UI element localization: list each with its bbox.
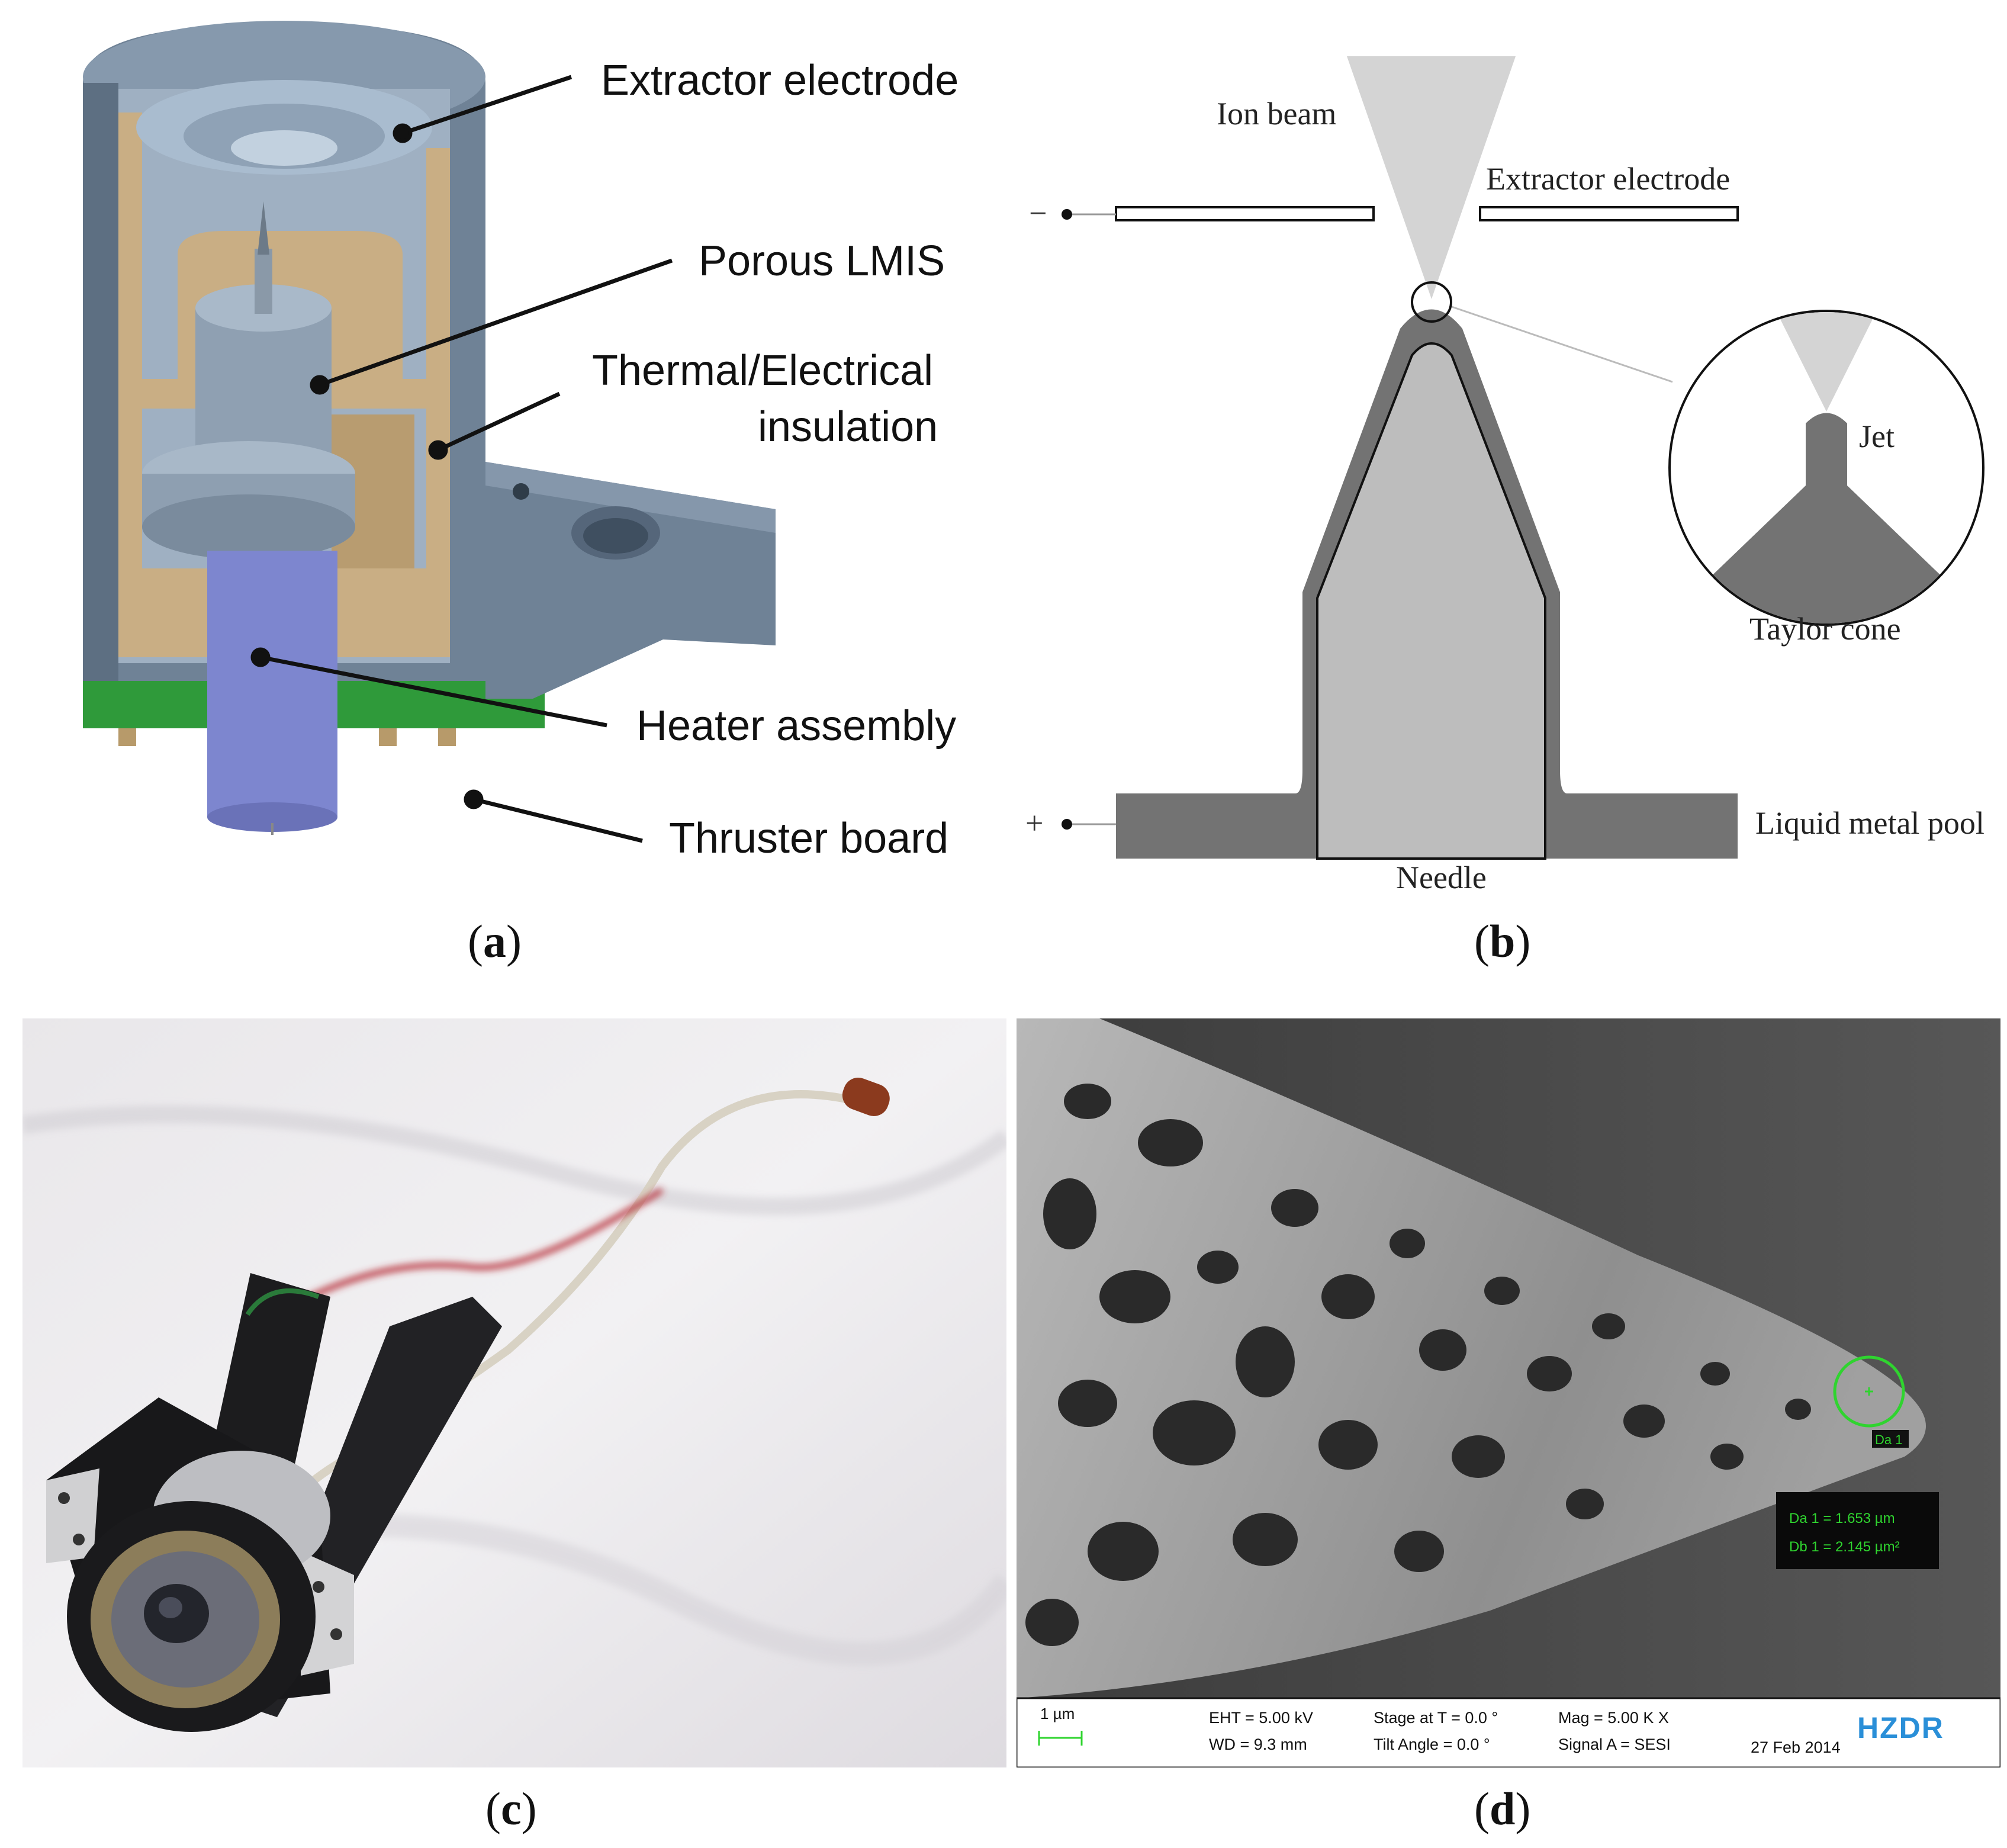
label-liquid-metal-pool: Liquid metal pool [1755,805,1985,841]
label-insulation-line2: insulation [758,403,938,451]
red-wire [275,1188,664,1317]
thruster-body [46,1273,502,1732]
label-jet: Jet [1859,419,1895,454]
panel-d: Da 1 Da 1 = 1.653 µm Db 1 = 2.145 µm² 1 … [1015,1018,2002,1769]
hzdr-logo: HZDR [1857,1711,1944,1744]
caption-b: (b) [1474,915,1531,967]
panel-b: − + Ion beam Extractor electrode Jet Tay… [1006,0,2007,924]
caption-c: (c) [485,1783,537,1834]
measurement-da: Da 1 = 1.653 µm [1789,1510,1895,1526]
heater-shape [207,551,337,817]
caption-a: (a) [468,915,522,967]
stage-value: Stage at T = 0.0 ° [1374,1709,1498,1727]
needle-shape [1316,342,1546,860]
thruster-cutaway-render: Extractor electrode Porous LMIS Thermal/… [83,21,959,862]
scale-label: 1 µm [1040,1705,1075,1722]
wire-connector [842,1077,890,1116]
measurement-tag: Da 1 [1875,1432,1902,1447]
lmis-body [195,308,332,462]
minus-terminal: − [1029,195,1047,231]
label-extractor-electrode-b: Extractor electrode [1486,161,1730,197]
label-extractor-electrode: Extractor electrode [601,57,959,104]
extractor-plate-right [1479,206,1739,221]
sem-info-bar [1015,1697,2002,1769]
sem-micrograph: Da 1 Da 1 = 1.653 µm Db 1 = 2.145 µm² 1 … [1015,1018,2002,1769]
label-ion-beam: Ion beam [1217,96,1336,131]
measurement-db: Db 1 = 2.145 µm² [1789,1539,1900,1555]
date-value: 27 Feb 2014 [1751,1738,1841,1756]
lmis-schematic: − + Ion beam Extractor electrode Jet Tay… [1025,56,1985,895]
caption-d: (d) [1474,1783,1531,1834]
eht-value: EHT = 5.00 kV [1209,1709,1313,1727]
wd-value: WD = 9.3 mm [1209,1735,1307,1753]
label-heater-assembly: Heater assembly [636,702,956,750]
measurement-box [1776,1492,1939,1569]
label-needle: Needle [1396,860,1487,895]
label-thruster-board: Thruster board [669,815,948,862]
taylor-cone-shape [1671,413,1982,624]
signal-value: Signal A = SESI [1558,1735,1671,1753]
ion-beam-shape [1347,56,1516,299]
measurement-circle [1833,1355,1905,1428]
extractor-plate-left [1115,206,1375,221]
label-taylor-cone: Taylor cone [1749,611,1901,647]
panel-c [21,1018,1017,1767]
label-insulation-line1: Thermal/Electrical [592,347,933,394]
tilt-value: Tilt Angle = 0.0 ° [1374,1735,1490,1753]
mag-value: Mag = 5.00 K X [1558,1709,1669,1727]
panel-a: Extractor electrode Porous LMIS Thermal/… [0,0,1006,924]
thruster-photo [21,1018,1017,1767]
label-porous-lmis: Porous LMIS [699,237,945,285]
plus-terminal: + [1025,805,1043,841]
pores [1025,1084,1811,1646]
zoom-marker [1411,281,1452,323]
